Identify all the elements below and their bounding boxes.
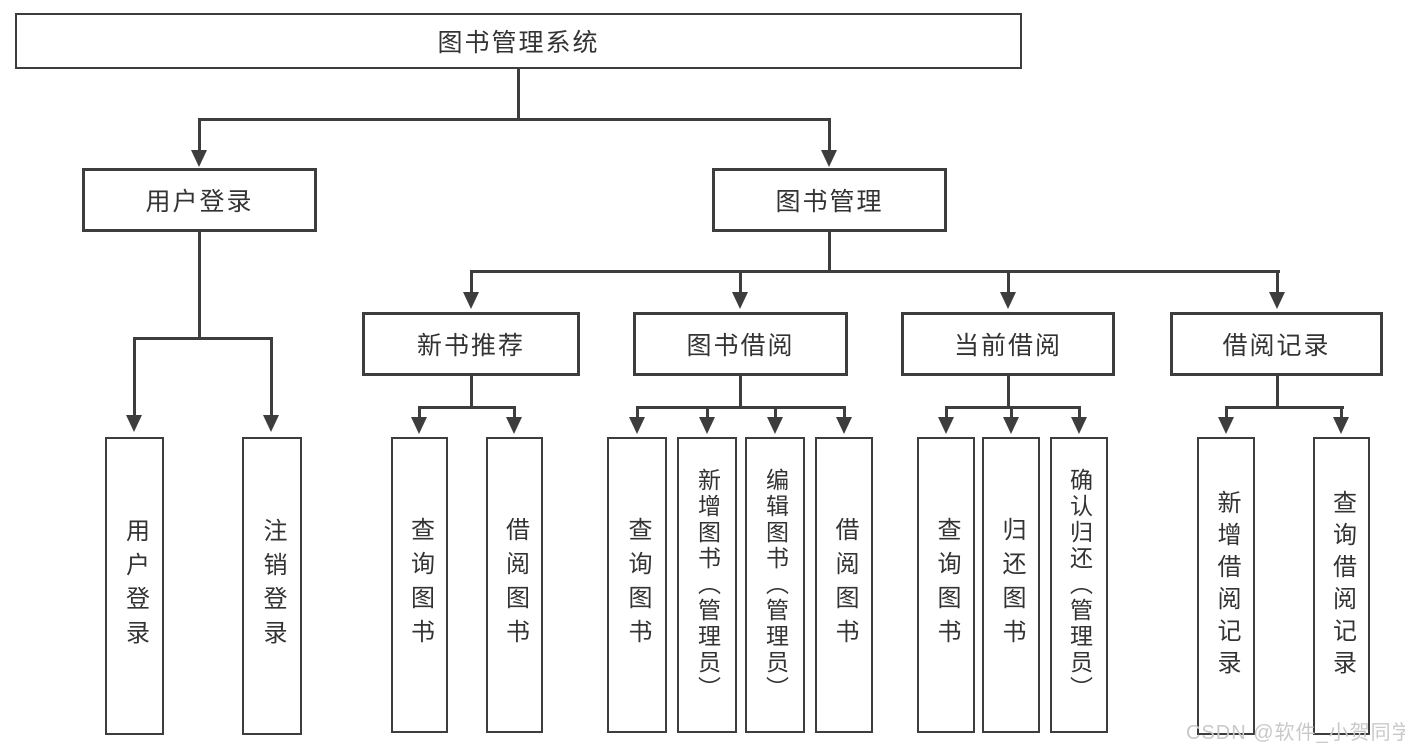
node-box-leaf-logout: 注销登录: [242, 437, 302, 735]
node-label-user-login: 用户登录: [145, 188, 254, 216]
connector-line: [418, 406, 421, 419]
connector-line: [418, 406, 516, 409]
node-label-leaf-br-add: 新增借阅记录: [1213, 490, 1240, 682]
node-label-leaf-bb-query: 查询图书: [624, 517, 651, 653]
connector-line: [1225, 406, 1344, 409]
connector-line: [636, 406, 639, 419]
node-box-book-borrow: 图书借阅: [633, 312, 848, 376]
arrow-down-icon: [821, 150, 837, 167]
connector-line: [774, 406, 777, 419]
connector-line: [470, 376, 473, 409]
connector-line: [1225, 406, 1228, 419]
node-label-book-mgmt: 图书管理: [775, 188, 884, 216]
arrow-down-icon: [411, 417, 427, 434]
arrow-down-icon: [1269, 292, 1285, 309]
arrow-down-icon: [629, 417, 645, 434]
node-label-book-borrow: 图书借阅: [686, 332, 795, 360]
node-label-leaf-cb-confirm: 确认归还（管理员）: [1066, 468, 1093, 702]
node-box-user-login: 用户登录: [82, 168, 317, 232]
connector-line: [1078, 406, 1081, 419]
arrow-down-icon: [732, 292, 748, 309]
node-box-leaf-cb-confirm: 确认归还（管理员）: [1050, 437, 1108, 733]
connector-line: [1276, 270, 1279, 294]
arrow-down-icon: [767, 417, 783, 434]
node-box-leaf-cb-query: 查询图书: [917, 437, 975, 733]
connector-line: [739, 270, 742, 294]
node-box-borrow-record: 借阅记录: [1170, 312, 1383, 376]
node-label-leaf-bb-borrow: 借阅图书: [831, 517, 858, 653]
connector-line: [945, 406, 1081, 409]
csdn-watermark: CSDN @软件_小贺同学: [1186, 722, 1405, 744]
connector-line: [706, 406, 709, 419]
node-box-current-borrow: 当前借阅: [901, 312, 1115, 376]
node-label-current-borrow: 当前借阅: [953, 332, 1062, 360]
arrow-down-icon: [506, 417, 522, 434]
connector-line: [198, 118, 201, 152]
node-box-leaf-br-add: 新增借阅记录: [1197, 437, 1255, 735]
arrow-down-icon: [836, 417, 852, 434]
node-label-leaf-nb-query: 查询图书: [406, 517, 434, 653]
connector-line: [470, 270, 1280, 273]
arrow-down-icon: [126, 415, 142, 432]
node-label-borrow-record: 借阅记录: [1222, 332, 1331, 360]
node-box-new-book-rec: 新书推荐: [362, 312, 580, 376]
connector-line: [133, 337, 136, 417]
connector-line: [270, 337, 273, 417]
connector-line: [133, 337, 273, 340]
arrow-down-icon: [463, 292, 479, 309]
connector-line: [828, 232, 831, 270]
arrow-down-icon: [191, 150, 207, 167]
node-box-leaf-nb-borrow: 借阅图书: [486, 437, 543, 733]
connector-line: [945, 406, 948, 419]
node-label-leaf-bb-add: 新增图书（管理员）: [694, 468, 721, 702]
node-box-leaf-bb-add: 新增图书（管理员）: [677, 437, 737, 733]
node-box-leaf-br-query: 查询借阅记录: [1313, 437, 1370, 735]
arrow-down-icon: [1000, 292, 1016, 309]
arrow-down-icon: [1071, 417, 1087, 434]
connector-line: [843, 406, 846, 419]
node-label-leaf-user-login: 用户登录: [121, 518, 149, 654]
node-label-leaf-nb-borrow: 借阅图书: [501, 517, 529, 653]
connector-line: [470, 270, 473, 294]
node-box-leaf-bb-borrow: 借阅图书: [815, 437, 873, 733]
arrow-down-icon: [938, 417, 954, 434]
node-label-leaf-bb-edit: 编辑图书（管理员）: [762, 468, 789, 702]
arrow-down-icon: [699, 417, 715, 434]
connector-line: [636, 406, 846, 409]
connector-line: [1007, 270, 1010, 294]
node-label-leaf-br-query: 查询借阅记录: [1328, 490, 1356, 682]
connector-line: [1010, 406, 1013, 419]
node-box-leaf-nb-query: 查询图书: [391, 437, 448, 733]
connector-line: [517, 69, 520, 118]
node-box-leaf-cb-return: 归还图书: [982, 437, 1040, 733]
connector-line: [1007, 376, 1010, 409]
node-label-new-book-rec: 新书推荐: [416, 332, 525, 360]
node-box-leaf-bb-edit: 编辑图书（管理员）: [745, 437, 805, 733]
node-label-leaf-cb-return: 归还图书: [998, 517, 1025, 653]
connector-line: [1276, 376, 1279, 409]
connector-line: [828, 118, 831, 152]
connector-line: [513, 406, 516, 419]
connector-line: [198, 232, 201, 337]
node-box-leaf-bb-query: 查询图书: [607, 437, 667, 733]
arrow-down-icon: [263, 415, 279, 432]
connector-line: [739, 376, 742, 409]
node-box-book-mgmt: 图书管理: [712, 168, 947, 232]
connector-line: [1340, 406, 1343, 419]
connector-line: [198, 118, 831, 121]
node-label-leaf-logout: 注销登录: [259, 518, 286, 654]
node-label-leaf-cb-query: 查询图书: [933, 517, 960, 653]
node-box-root: 图书管理系统: [15, 13, 1022, 69]
arrow-down-icon: [1218, 417, 1234, 434]
node-box-leaf-user-login: 用户登录: [105, 437, 164, 735]
arrow-down-icon: [1003, 417, 1019, 434]
node-label-root: 图书管理系统: [437, 29, 600, 57]
arrow-down-icon: [1333, 417, 1349, 434]
